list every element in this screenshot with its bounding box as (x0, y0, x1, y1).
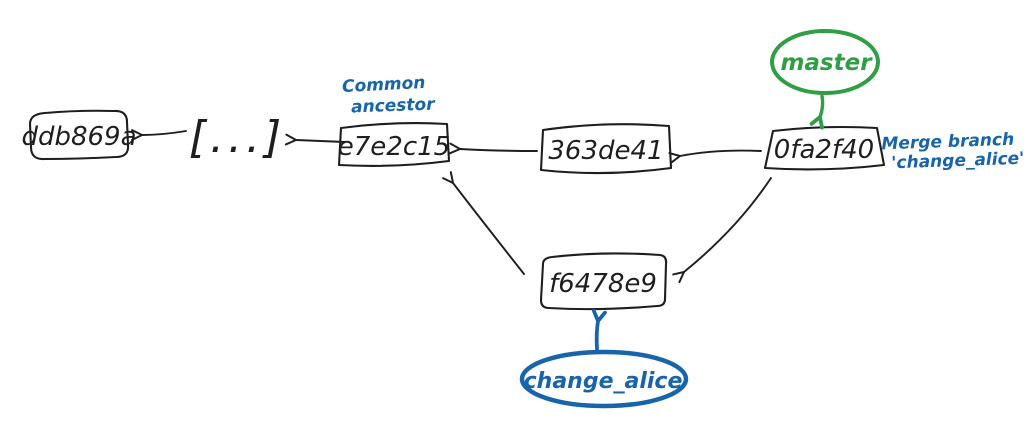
merge-branch-note: Merge branch 'change_alice' (881, 130, 1025, 174)
commit-label-ellipsis: [...] (189, 112, 285, 163)
branch-label-change-alice: change_alice (524, 369, 683, 394)
commit-label-0fa2f40: 0fa2f40 (774, 135, 874, 165)
arrow-363de41-to-e7e2c15 (448, 142, 538, 155)
commit-label-ddb869a: ddb869a (21, 122, 136, 152)
commit-label-f6478e9: f6478e9 (549, 269, 657, 299)
merge-branch-note-line1: Merge branch (881, 130, 1014, 155)
arrow-ellipsis-to-ddb869a (131, 129, 187, 141)
commit-box-363de41 (539, 123, 673, 175)
branch-label-master: master (780, 50, 873, 76)
arrow-0fa2f40-to-f6478e9 (672, 177, 772, 284)
commit-box-0fa2f40 (763, 125, 886, 171)
arrow-0fa2f40-to-363de41 (668, 149, 762, 164)
commit-label-363de41: 363de41 (548, 136, 663, 166)
common-ancestor-note: Common ancestor (342, 73, 437, 118)
arrow-f6478e9-to-e7e2c15 (442, 171, 525, 275)
commit-label-e7e2c15: e7e2c15 (338, 132, 450, 162)
commit-box-e7e2c15 (337, 122, 451, 167)
common-ancestor-note-line2: ancestor (351, 94, 437, 117)
merge-branch-note-line2: 'change_alice' (891, 149, 1025, 174)
commit-box-f6478e9 (539, 252, 668, 311)
branch-badge-master (770, 29, 880, 95)
commit-box-ddb869a (28, 109, 130, 161)
master-pointer-arrow (809, 94, 825, 130)
change-alice-pointer-arrow (591, 309, 607, 351)
common-ancestor-note-line1: Common (342, 73, 426, 97)
branch-badge-change-alice (519, 349, 689, 409)
arrow-e7e2c15-to-ellipsis (284, 133, 346, 146)
